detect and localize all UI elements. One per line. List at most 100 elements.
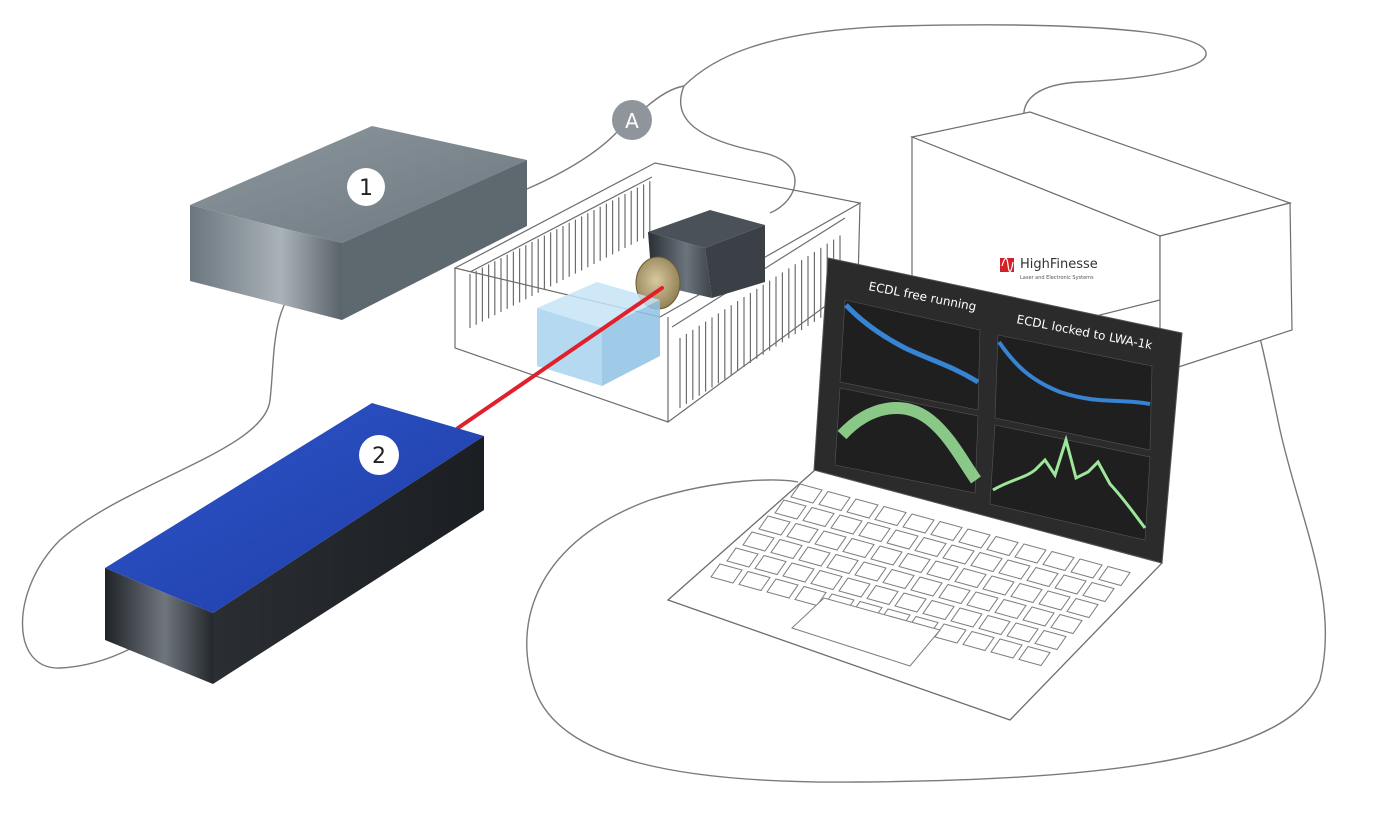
marker-1-label: 1: [359, 176, 373, 201]
keyboard-key: [914, 536, 947, 558]
keyboard-key: [958, 528, 991, 549]
keyboard-key: [910, 576, 943, 597]
marker-a-circle: [612, 100, 652, 140]
marker-2-label: 2: [372, 444, 386, 469]
keyboard-key: [802, 506, 835, 528]
keyboard-key: [842, 537, 875, 559]
keyboard-key: [838, 577, 871, 598]
plot-right-bottom: [989, 424, 1151, 541]
noise-trace-left: [844, 303, 980, 385]
keyboard-key: [882, 568, 915, 590]
keyboard-key: [866, 584, 899, 606]
keyboard-key: [1034, 629, 1067, 651]
keyboard-key: [982, 575, 1015, 596]
keyboard-key: [902, 513, 935, 534]
keyboard-key: [1026, 566, 1059, 588]
laser-beam: [456, 286, 664, 430]
keyboard-key: [1018, 645, 1051, 667]
keyboard-key: [786, 522, 819, 544]
keyboard-key: [790, 483, 823, 504]
keyboard-key: [1098, 565, 1131, 587]
keyboard-key: [874, 505, 907, 527]
plot-right-top: [994, 334, 1153, 451]
keyboard-key: [1010, 582, 1043, 604]
keyboard-key: [1014, 543, 1047, 564]
cable-wavemeter-to-laptop: [526, 291, 1327, 783]
keyboard-key: [962, 630, 995, 652]
keyboard-key: [870, 545, 903, 566]
marker-2-circle: [359, 435, 399, 475]
laser-side-face: [213, 436, 484, 684]
keyboard-key: [950, 607, 983, 628]
keyboard-key: [994, 598, 1027, 620]
keyboard-key: [938, 583, 971, 605]
keyboard-key: [810, 569, 843, 591]
transparent-enclosure: [453, 162, 862, 423]
keyboard-key: [986, 535, 1019, 557]
keyboard-key: [990, 638, 1023, 659]
cable-driver-to-junction: [526, 131, 618, 190]
keyboard-key: [886, 529, 919, 550]
keyboard-key: [930, 520, 963, 542]
keyboard-key: [854, 561, 887, 582]
keyboard-key: [858, 521, 891, 543]
marker-1-circle: [347, 168, 385, 206]
cable-driver-to-laser: [21, 281, 306, 669]
keyboard-key: [770, 538, 803, 560]
keyboard-key: [966, 591, 999, 612]
keyboard-key: [1070, 558, 1103, 579]
laser-front-face: [105, 568, 213, 684]
keyboard-key: [922, 599, 955, 621]
driver-side-face: [342, 160, 527, 320]
cable-junction-to-box: [679, 85, 796, 214]
keyboard-key: [898, 552, 931, 574]
vent-slots-right: [679, 235, 841, 408]
keyboard-key: [818, 490, 851, 512]
cable-junction-to-wavemeter: [683, 24, 1207, 119]
cable-junction-a-top: [644, 85, 685, 109]
junction-a: A: [612, 100, 652, 140]
wavemeter-tagline: Laser and Electronic Systems: [1020, 275, 1094, 281]
noise-trace-right: [997, 340, 1151, 406]
keyboard-key: [926, 560, 959, 581]
keyboard-key: [758, 515, 791, 536]
keyboard-key: [1082, 581, 1115, 603]
spectrum-trace-right: [992, 434, 1147, 529]
keyboard-keys: [710, 483, 1131, 667]
keyboard-key: [774, 499, 807, 520]
keyboard-key: [1050, 613, 1083, 635]
keyboard-key: [766, 578, 799, 599]
keyboard-key: [754, 554, 787, 576]
keyboard-key: [1054, 574, 1087, 595]
detector-housing: [648, 210, 765, 298]
wavemeter-brand: HighFinesse: [1020, 257, 1098, 272]
keyboard-key: [798, 546, 831, 567]
keyboard-key: [1066, 597, 1099, 619]
laser-head-ecdl: 2: [105, 403, 484, 684]
keyboard-key: [1022, 606, 1055, 627]
keyboard-key: [826, 553, 859, 575]
vent-slots-left: [469, 181, 651, 328]
wavemeter-right: [1159, 202, 1293, 374]
keyboard-key: [942, 544, 975, 565]
marker-a-label: A: [625, 109, 639, 133]
keyboard-key: [970, 551, 1003, 573]
sine-icon: [1001, 257, 1014, 272]
keyboard-key: [894, 592, 927, 613]
keyboard-key: [1006, 622, 1039, 643]
keyboard-key: [998, 559, 1031, 580]
enclosure-front-edge: [454, 268, 669, 423]
keyboard-key: [738, 570, 771, 592]
keyboard-key: [846, 498, 879, 519]
keyboard-key: [710, 563, 743, 584]
keyboard-key: [1038, 590, 1071, 611]
touchpad: [791, 597, 941, 667]
keyboard-key: [742, 531, 775, 552]
laser-driver-unit: 1: [190, 126, 527, 320]
keyboard-key: [814, 530, 847, 551]
keyboard-key: [978, 614, 1011, 636]
cables: [21, 24, 1327, 783]
keyboard-key: [830, 514, 863, 535]
keyboard-key: [726, 547, 759, 568]
